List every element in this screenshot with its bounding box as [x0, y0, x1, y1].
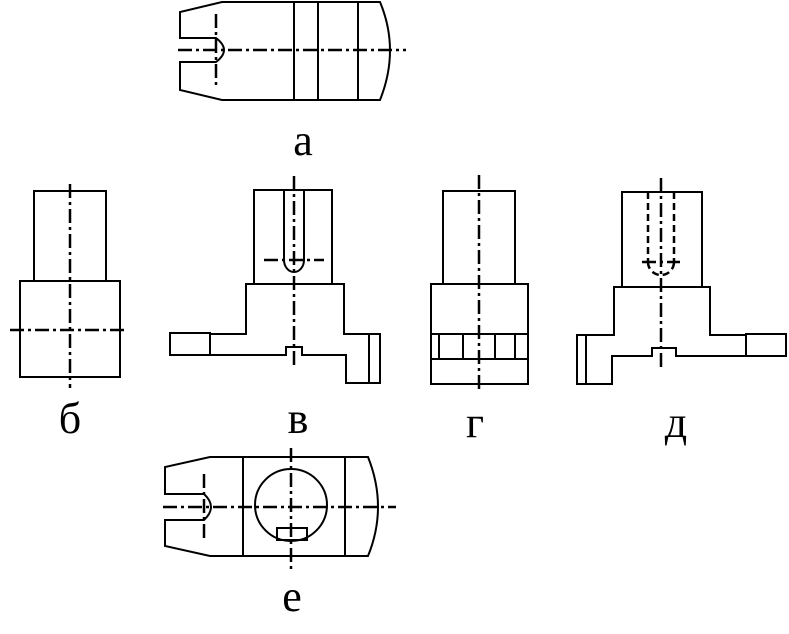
view-g — [430, 175, 529, 392]
view-label-e: е — [282, 572, 302, 621]
view-e — [163, 448, 396, 572]
view-label-a: а — [293, 116, 313, 165]
view-label-b: б — [59, 394, 81, 443]
view-label-v: в — [288, 394, 309, 443]
view-v — [169, 176, 381, 384]
view-a — [178, 1, 406, 101]
view-label-g: г — [466, 398, 484, 447]
view-b — [10, 184, 128, 388]
view-d — [576, 178, 787, 385]
view-label-d: д — [665, 398, 687, 447]
